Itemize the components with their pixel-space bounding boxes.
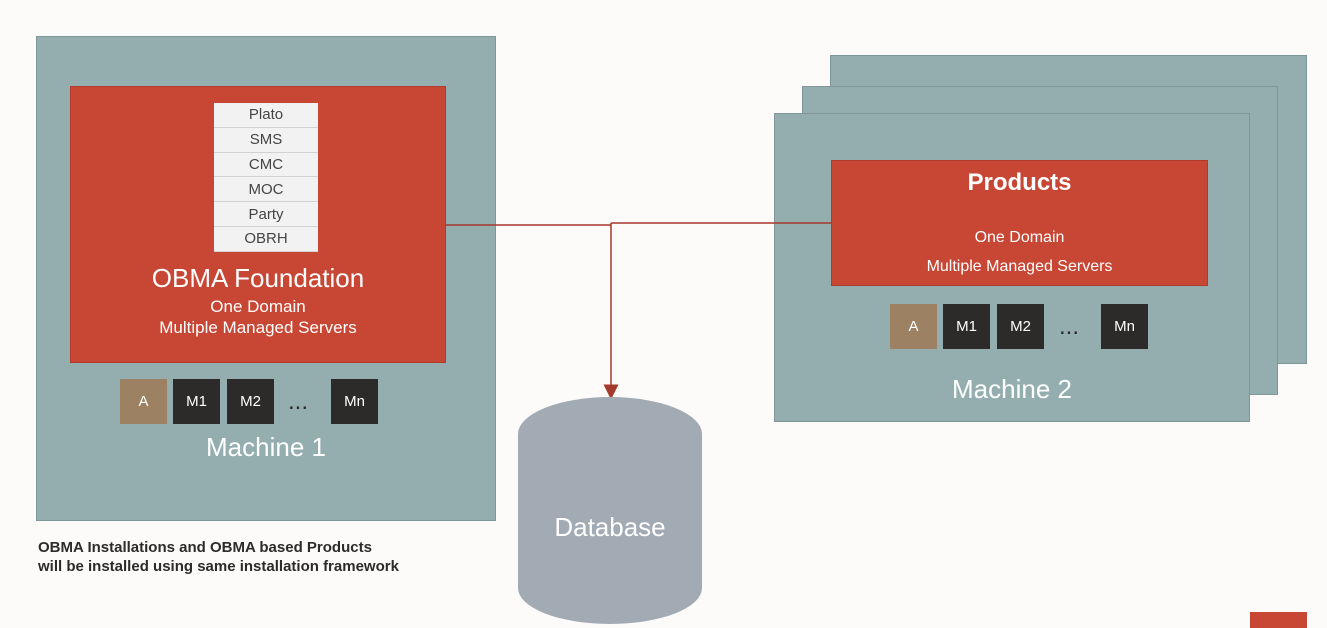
managed-server-tile: Mn <box>1101 304 1148 349</box>
foundation-domain: One Domain <box>210 297 306 316</box>
server-ellipsis: ... <box>1059 313 1080 340</box>
products-box <box>831 160 1208 286</box>
database-label: Database <box>554 512 666 542</box>
products-domain: One Domain <box>974 229 1065 246</box>
managed-server-tile: M2 <box>227 379 274 424</box>
managed-server-tile: M1 <box>943 304 990 349</box>
managed-server-tile: M1 <box>173 379 220 424</box>
module-item: MOC <box>214 177 318 203</box>
module-stack: Plato SMS CMC MOC Party OBRH <box>214 103 318 252</box>
machine-2-label: Machine 2 <box>952 374 1072 404</box>
module-item: OBRH <box>214 226 318 252</box>
database-cylinder <box>518 397 702 624</box>
admin-server-tile: A <box>120 379 167 424</box>
products-title: Products <box>967 169 1072 196</box>
brand-accent-bar <box>1250 612 1307 628</box>
module-item: Plato <box>214 103 318 128</box>
module-item: SMS <box>214 127 318 153</box>
admin-server-tile: A <box>890 304 937 349</box>
server-ellipsis: ... <box>288 388 309 415</box>
managed-server-tile: Mn <box>331 379 378 424</box>
machine-1-label: Machine 1 <box>206 432 326 462</box>
foundation-servers-text: Multiple Managed Servers <box>159 318 357 337</box>
products-servers-text: Multiple Managed Servers <box>926 258 1113 275</box>
foundation-title: OBMA Foundation <box>151 263 365 293</box>
footnote-line-2: will be installed using same installatio… <box>38 558 399 575</box>
managed-server-tile: M2 <box>997 304 1044 349</box>
footnote-line-1: OBMA Installations and OBMA based Produc… <box>38 539 372 556</box>
module-item: CMC <box>214 152 318 178</box>
module-item: Party <box>214 202 318 227</box>
